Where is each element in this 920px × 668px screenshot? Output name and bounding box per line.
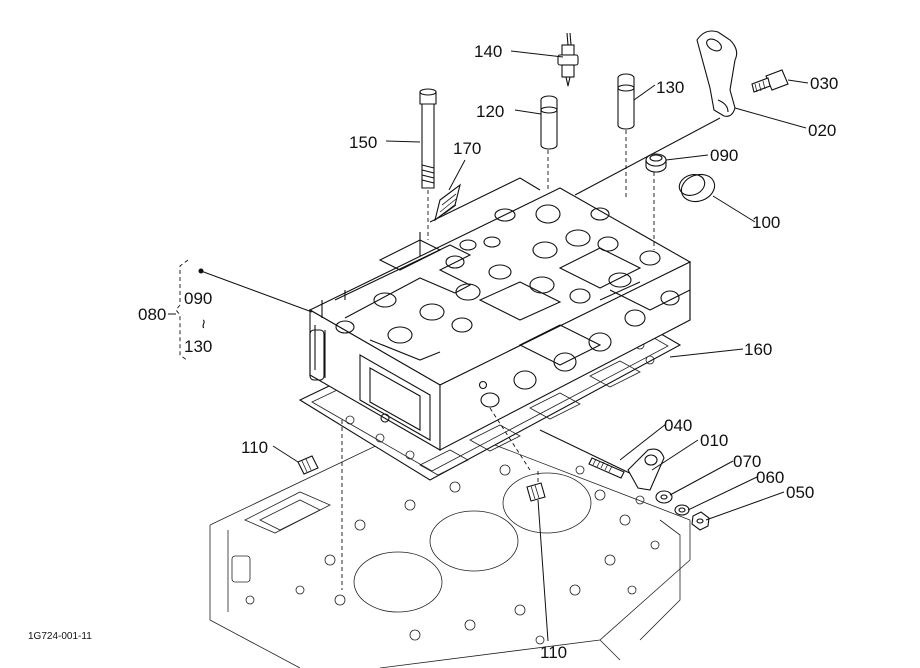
cap-100 (678, 173, 716, 203)
drawing-code: 1G724-001-11 (28, 631, 92, 642)
label-010: 010 (700, 431, 728, 450)
label-130-range: 130 (184, 337, 212, 356)
dowel-pin-bottom (526, 482, 546, 502)
injector-nozzle (557, 32, 579, 87)
washer-070 (655, 490, 673, 504)
gasket-plate-170 (434, 183, 461, 222)
label-070: 070 (733, 452, 761, 471)
leader-lines (168, 50, 809, 642)
nut-050 (691, 511, 710, 531)
head-bolt (419, 88, 437, 189)
valve-guide-120 (540, 95, 558, 150)
label-160: 160 (744, 340, 772, 359)
part-labels: 140 120 130 150 170 030 020 090 100 160 … (28, 42, 838, 662)
label-150: 150 (349, 133, 377, 152)
label-040: 040 (664, 416, 692, 435)
label-050: 050 (786, 483, 814, 502)
stud-040 (588, 457, 625, 479)
bolt-030 (751, 69, 789, 93)
valve-guide-130 (617, 73, 635, 130)
label-120: 120 (476, 102, 504, 121)
cylinder-head (308, 177, 692, 451)
label-030: 030 (810, 74, 838, 93)
washer-060 (674, 504, 690, 516)
lifting-plate-010 (627, 448, 665, 491)
label-090: 090 (710, 146, 738, 165)
label-110-left: 110 (241, 438, 268, 457)
label-080: 080 (138, 305, 166, 324)
label-130: 130 (656, 78, 684, 97)
label-range-tilde: ~ (194, 319, 213, 329)
label-140: 140 (474, 42, 502, 61)
engine-block-outline (209, 419, 691, 668)
label-100: 100 (752, 213, 780, 232)
lifting-hook (696, 30, 738, 117)
o-ring-090 (645, 153, 667, 173)
label-110-bottom: 110 (540, 643, 567, 662)
dowel-pin-left (297, 455, 319, 475)
label-170: 170 (453, 139, 481, 158)
label-060: 060 (756, 468, 784, 487)
label-090-range: 090 (184, 289, 212, 308)
label-020: 020 (808, 121, 836, 140)
